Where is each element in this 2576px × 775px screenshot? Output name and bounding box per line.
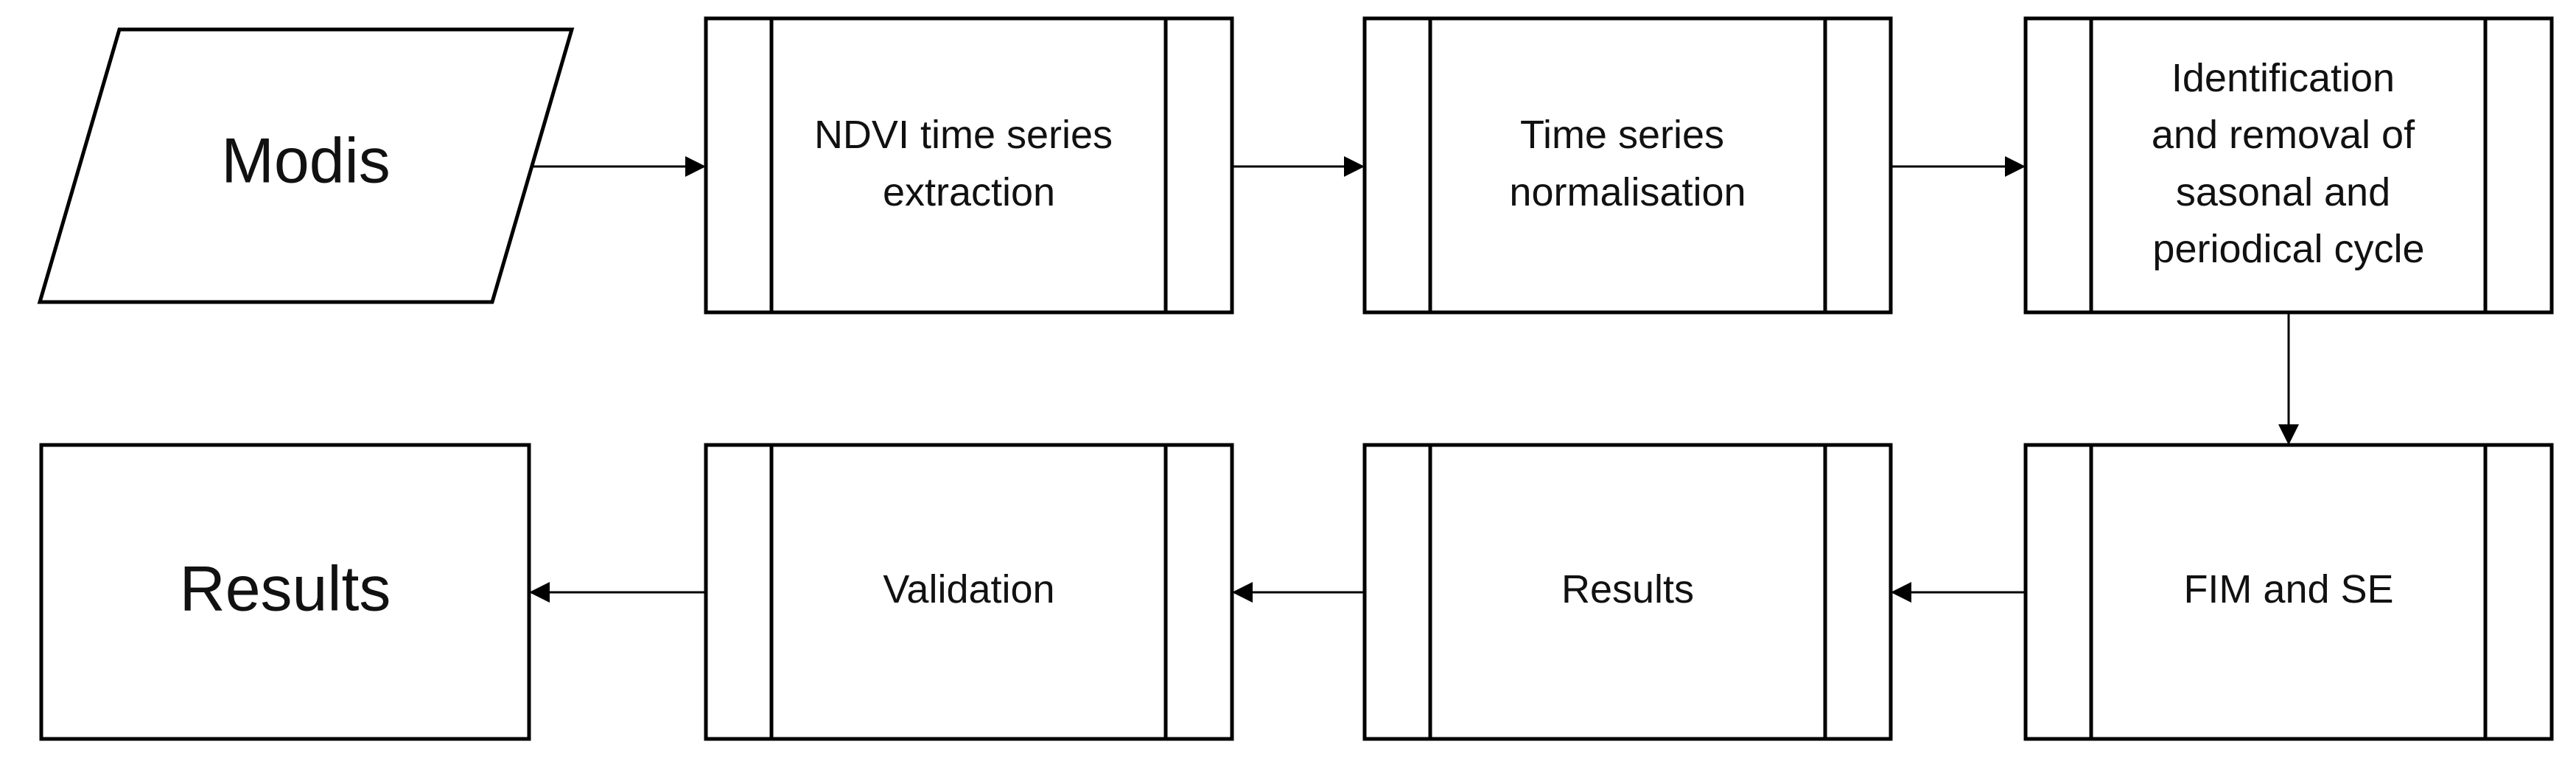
process-label-line: sasonal and (2176, 170, 2390, 214)
arrow-head-icon (1232, 582, 1253, 603)
process-box (2023, 443, 2554, 741)
process-label-ndvi: NDVI time series extraction (814, 113, 1124, 214)
connector-normalisation-to-seasonal (1891, 156, 2026, 177)
output-label: Results (180, 554, 391, 625)
process-box (704, 443, 1234, 741)
process-label-line: Identification (2171, 56, 2395, 100)
process-box (1362, 16, 1893, 315)
arrow-head-icon (685, 156, 706, 177)
process-label-line: Validation (883, 567, 1054, 611)
process-label-line: normalisation (1509, 170, 1746, 214)
input-node: Modis (37, 27, 575, 304)
process-label-results: Results (1561, 567, 1694, 611)
output-node: Results (39, 443, 531, 741)
process-node-seasonal: Identification and removal of sasonal an… (2023, 16, 2554, 315)
process-label-normalisation: Time series normalisation (1509, 113, 1746, 214)
process-label-fim: FIM and SE (2183, 567, 2393, 611)
output-rectangle (39, 443, 531, 741)
process-label-line: periodical cycle (2152, 227, 2424, 271)
arrow-head-icon (1891, 582, 1911, 603)
process-node-validation: Validation (704, 443, 1234, 741)
connector-fim-to-results (1891, 582, 2026, 603)
input-label: Modis (221, 126, 390, 197)
arrow-head-icon (529, 582, 550, 603)
process-label-line: FIM and SE (2183, 567, 2393, 611)
process-node-fim: FIM and SE (2023, 443, 2554, 741)
connector-validation-to-output (529, 582, 706, 603)
process-box (1362, 443, 1893, 741)
process-label-line: and removal of (2152, 113, 2415, 157)
process-label-validation: Validation (883, 567, 1054, 611)
connector-ndvi-to-normalisation (1232, 156, 1365, 177)
process-label-seasonal: Identification and removal of sasonal an… (2152, 56, 2426, 271)
process-label-line: NDVI time series (814, 113, 1113, 157)
arrow-head-icon (2278, 424, 2299, 445)
connector-results-to-validation (1232, 582, 1365, 603)
arrow-head-icon (2005, 156, 2026, 177)
process-box (704, 16, 1234, 315)
process-node-normalisation: Time series normalisation (1362, 16, 1893, 315)
process-label-line: extraction (883, 170, 1055, 214)
connector-seasonal-to-fim (2278, 312, 2299, 445)
connector-input-to-ndvi (533, 156, 706, 177)
process-node-ndvi: NDVI time series extraction (704, 16, 1234, 315)
arrow-head-icon (1344, 156, 1365, 177)
process-label-line: Results (1561, 567, 1694, 611)
process-node-results: Results (1362, 443, 1893, 741)
input-parallelogram (37, 27, 575, 304)
process-label-line: Time series (1520, 113, 1724, 157)
